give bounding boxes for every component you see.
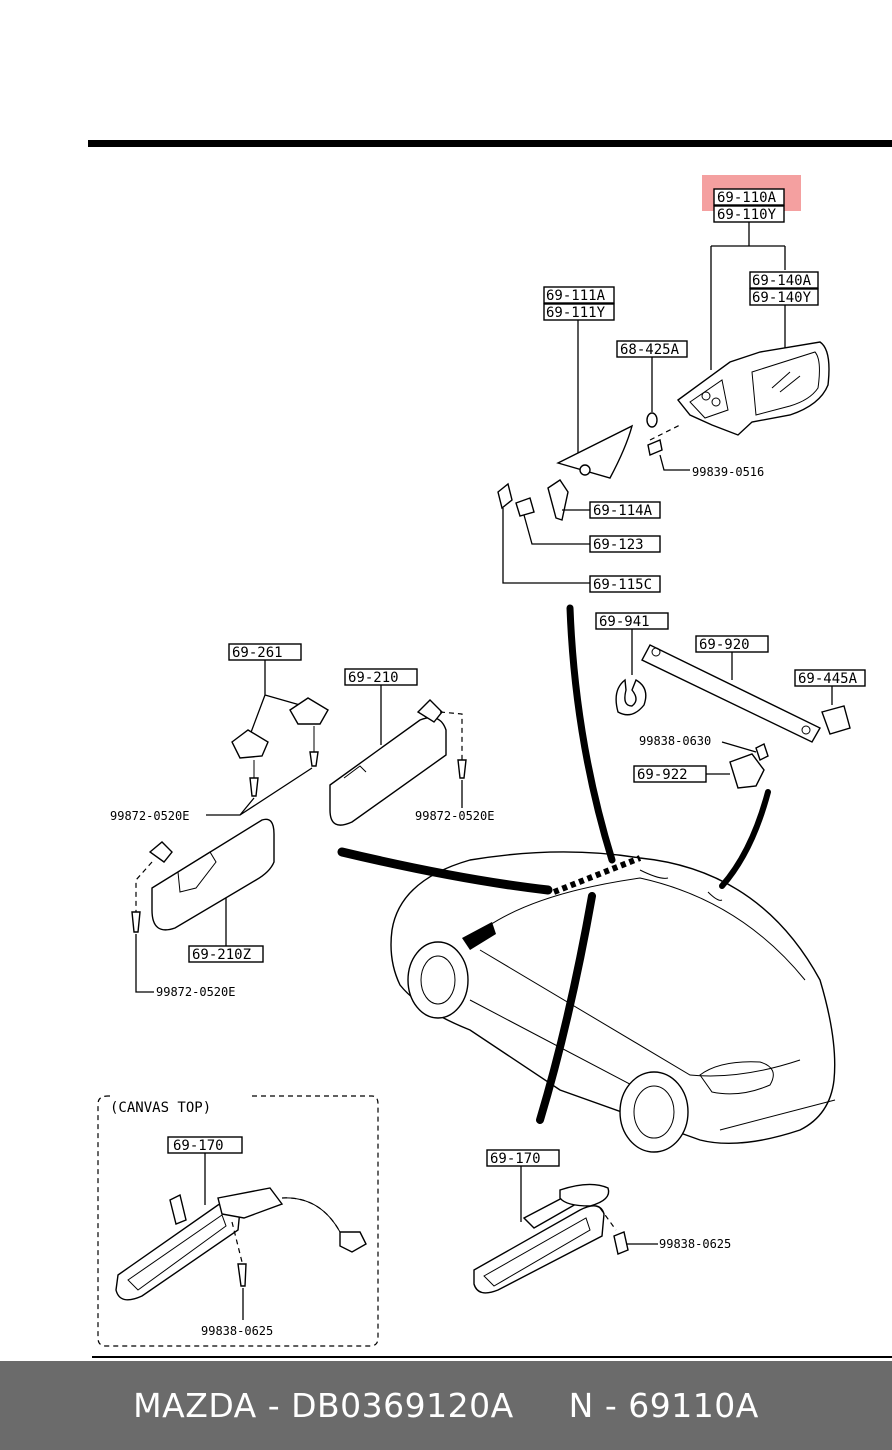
- assist-handle-bar: [641, 644, 821, 743]
- label-69-140y[interactable]: 69-140Y: [752, 290, 812, 306]
- handle-cover: [729, 753, 765, 789]
- footer-prefix: N: [568, 1386, 594, 1425]
- callout-rearview: [536, 892, 596, 1124]
- label-69-210[interactable]: 69-210: [348, 670, 399, 686]
- label-69-210z[interactable]: 69-210Z: [192, 947, 251, 963]
- sunvisor-passenger-group: 69-210 99872-0520E: [329, 668, 494, 826]
- handle-end-cap: [821, 705, 851, 735]
- label-99872-0520e-right[interactable]: 99872-0520E: [415, 809, 494, 823]
- footer-catalog-code: DB0369120A: [291, 1386, 514, 1425]
- callout-mirror: [566, 604, 616, 864]
- sunvisor-holder-group: 69-261 99872-0520E: [110, 643, 329, 823]
- callout-visor: [337, 847, 553, 895]
- sunvisor-driver: [151, 818, 275, 931]
- door-mirror-group: 69-110A 69-110Y 69-140A 69-140Y: [649, 188, 830, 441]
- handle-screw: [755, 743, 769, 761]
- inner-garnish: [556, 424, 634, 479]
- label-69-111a[interactable]: 69-111A: [546, 288, 606, 304]
- assist-handle-group: 69-941 69-920 69-445A 99838-0630 69-922: [595, 612, 866, 789]
- inner-garnish-group: 69-111A 69-111Y 68-425A 99839-0516 69-11…: [497, 286, 764, 593]
- label-99838-0625-standard[interactable]: 99838-0625: [659, 1237, 731, 1251]
- label-69-922[interactable]: 69-922: [637, 767, 688, 783]
- rearview-mount: [559, 1183, 610, 1207]
- mirror-glass: [751, 351, 820, 416]
- callout-handle: [719, 789, 771, 889]
- label-69-261[interactable]: 69-261: [232, 645, 283, 661]
- label-68-425a[interactable]: 68-425A: [620, 342, 680, 358]
- footer-brand: MAZDA: [133, 1386, 257, 1425]
- label-99872-0520e-left[interactable]: 99872-0520E: [110, 809, 189, 823]
- footer-gap: [514, 1386, 569, 1425]
- label-69-123[interactable]: 69-123: [593, 537, 644, 553]
- label-99838-0625-canvas[interactable]: 99838-0625: [201, 1324, 273, 1338]
- label-69-115c[interactable]: 69-115C: [593, 577, 652, 593]
- part-info-footer: MAZDA - DB0369120A N - 69110A: [0, 1361, 892, 1450]
- rearview-mirror-group: 69-170 99838-0625: [473, 1149, 731, 1294]
- mount-screw: [515, 497, 535, 517]
- mirror-bolt: [647, 439, 663, 456]
- top-rule: [88, 140, 892, 147]
- label-69-110y[interactable]: 69-110Y: [717, 207, 777, 223]
- label-99838-0630[interactable]: 99838-0630: [639, 734, 711, 748]
- sunvisor-driver-group: 99872-0520E 69-210Z: [131, 818, 275, 999]
- canvas-top-inset: (CANVAS TOP) 69-170 99838-0625: [97, 1093, 379, 1347]
- label-69-445a[interactable]: 69-445A: [798, 671, 858, 687]
- bottom-rule: [92, 1356, 892, 1358]
- label-69-170-standard[interactable]: 69-170: [490, 1151, 541, 1167]
- label-69-170-canvas[interactable]: 69-170: [173, 1138, 224, 1154]
- cover-clip: [497, 482, 513, 510]
- footer-separator-2: -: [593, 1386, 629, 1425]
- label-69-110a[interactable]: 69-110A: [717, 190, 777, 206]
- label-69-114a[interactable]: 69-114A: [593, 503, 653, 519]
- label-canvas-top[interactable]: (CANVAS TOP): [110, 1100, 211, 1116]
- footer-part-number: 69110A: [628, 1386, 759, 1425]
- visor-holder-left: [231, 729, 269, 759]
- mirror-indicator: [462, 922, 496, 950]
- label-69-111y[interactable]: 69-111Y: [546, 305, 606, 321]
- label-69-140a[interactable]: 69-140A: [752, 273, 812, 289]
- parts-diagram: 69-110A 69-110Y 69-140A 69-140Y 69-111A …: [88, 140, 892, 1358]
- footer-separator: -: [256, 1386, 292, 1425]
- hook-clip: [615, 678, 647, 716]
- visor-holder-right: [289, 697, 329, 725]
- label-69-920[interactable]: 69-920: [699, 637, 750, 653]
- label-99839-0516[interactable]: 99839-0516: [692, 465, 764, 479]
- mount-bracket: [547, 479, 569, 521]
- vehicle-outline: [390, 851, 836, 1153]
- label-69-941[interactable]: 69-941: [599, 614, 650, 630]
- label-99872-0520e-bottom[interactable]: 99872-0520E: [156, 985, 235, 999]
